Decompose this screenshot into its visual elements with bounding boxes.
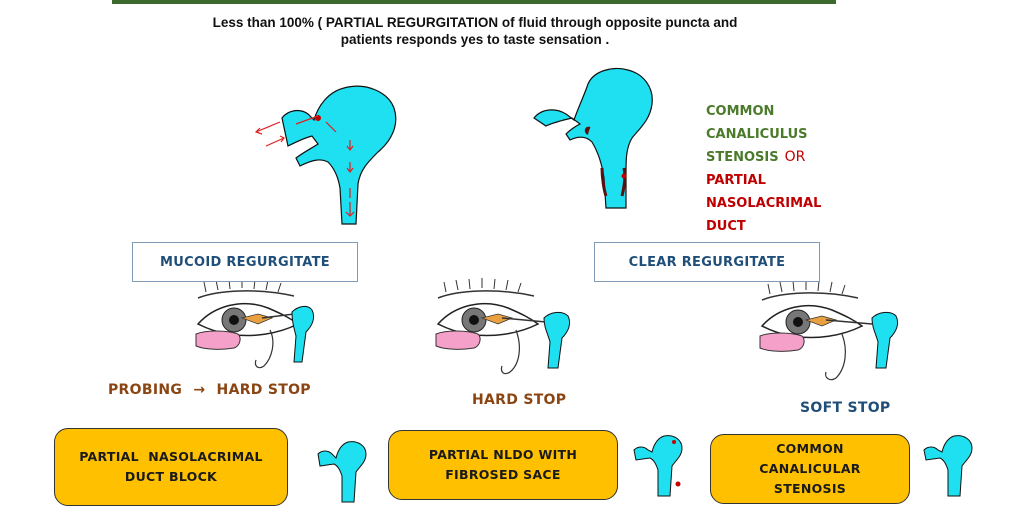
dx-line-2: CANALICULUS [706,127,808,142]
result-3-line-3: STENOSIS [773,481,847,496]
soft-stop-label: SOFT STOP [800,400,891,416]
eye-probe-middle [435,278,571,375]
eye-probe-right [759,280,899,381]
probing-suffix: HARD STOP [216,382,311,398]
result-1-line-2: DUCT BLOCK [124,469,218,484]
dx-or: OR [784,149,806,165]
result-3-line-1: COMMON [776,441,844,456]
hard-stop-label: HARD STOP [472,392,567,408]
header-line-2: patients responds yes to taste sensation… [340,32,610,47]
dx-line-5: NASOLACRIMAL [706,196,822,211]
small-duct-2 [633,435,683,497]
dx-line-3-row: STENOSIS OR [706,146,821,169]
probing-prefix: PROBING [108,382,183,398]
small-duct-1 [317,441,367,503]
result-box-2: PARTIAL NLDO WITH FIBROSED SACE [388,430,618,500]
result-box-1: PARTIAL NASOLACRIMAL DUCT BLOCK [54,428,288,506]
result-2-line-2: FIBROSED SACE [445,467,561,482]
header-line-1: Less than 100% ( PARTIAL REGURGITATION o… [212,15,738,30]
small-duct-3 [923,435,973,497]
result-1-line-1: PARTIAL NASOLACRIMAL [79,449,263,464]
clear-regurgitate-box: CLEAR REGURGITATE [594,242,820,282]
result-3-line-2: CANALICULAR [759,461,861,476]
dx-line-1: COMMON [706,104,775,119]
result-2-line-1: PARTIAL NLDO WITH [428,447,578,462]
probing-hard-stop-label: PROBING → HARD STOP [108,382,311,398]
result-box-3: COMMON CANALICULAR STENOSIS [710,434,910,504]
probing-arrow: → [193,382,206,398]
dx-line-4: PARTIAL [706,173,766,188]
mucoid-regurgitate-box: MUCOID REGURGITATE [132,242,358,282]
diagnosis-text: COMMON CANALICULUS STENOSIS OR PARTIAL NA… [706,100,821,238]
duct-right-stenosis [533,67,653,209]
eye-probe-left [195,278,315,369]
duct-left-with-flow [254,85,397,225]
top-green-bar [112,0,836,4]
page-header: Less than 100% ( PARTIAL REGURGITATION o… [120,14,830,48]
dx-line-3: STENOSIS [706,150,779,165]
dx-line-6: DUCT [706,219,746,234]
